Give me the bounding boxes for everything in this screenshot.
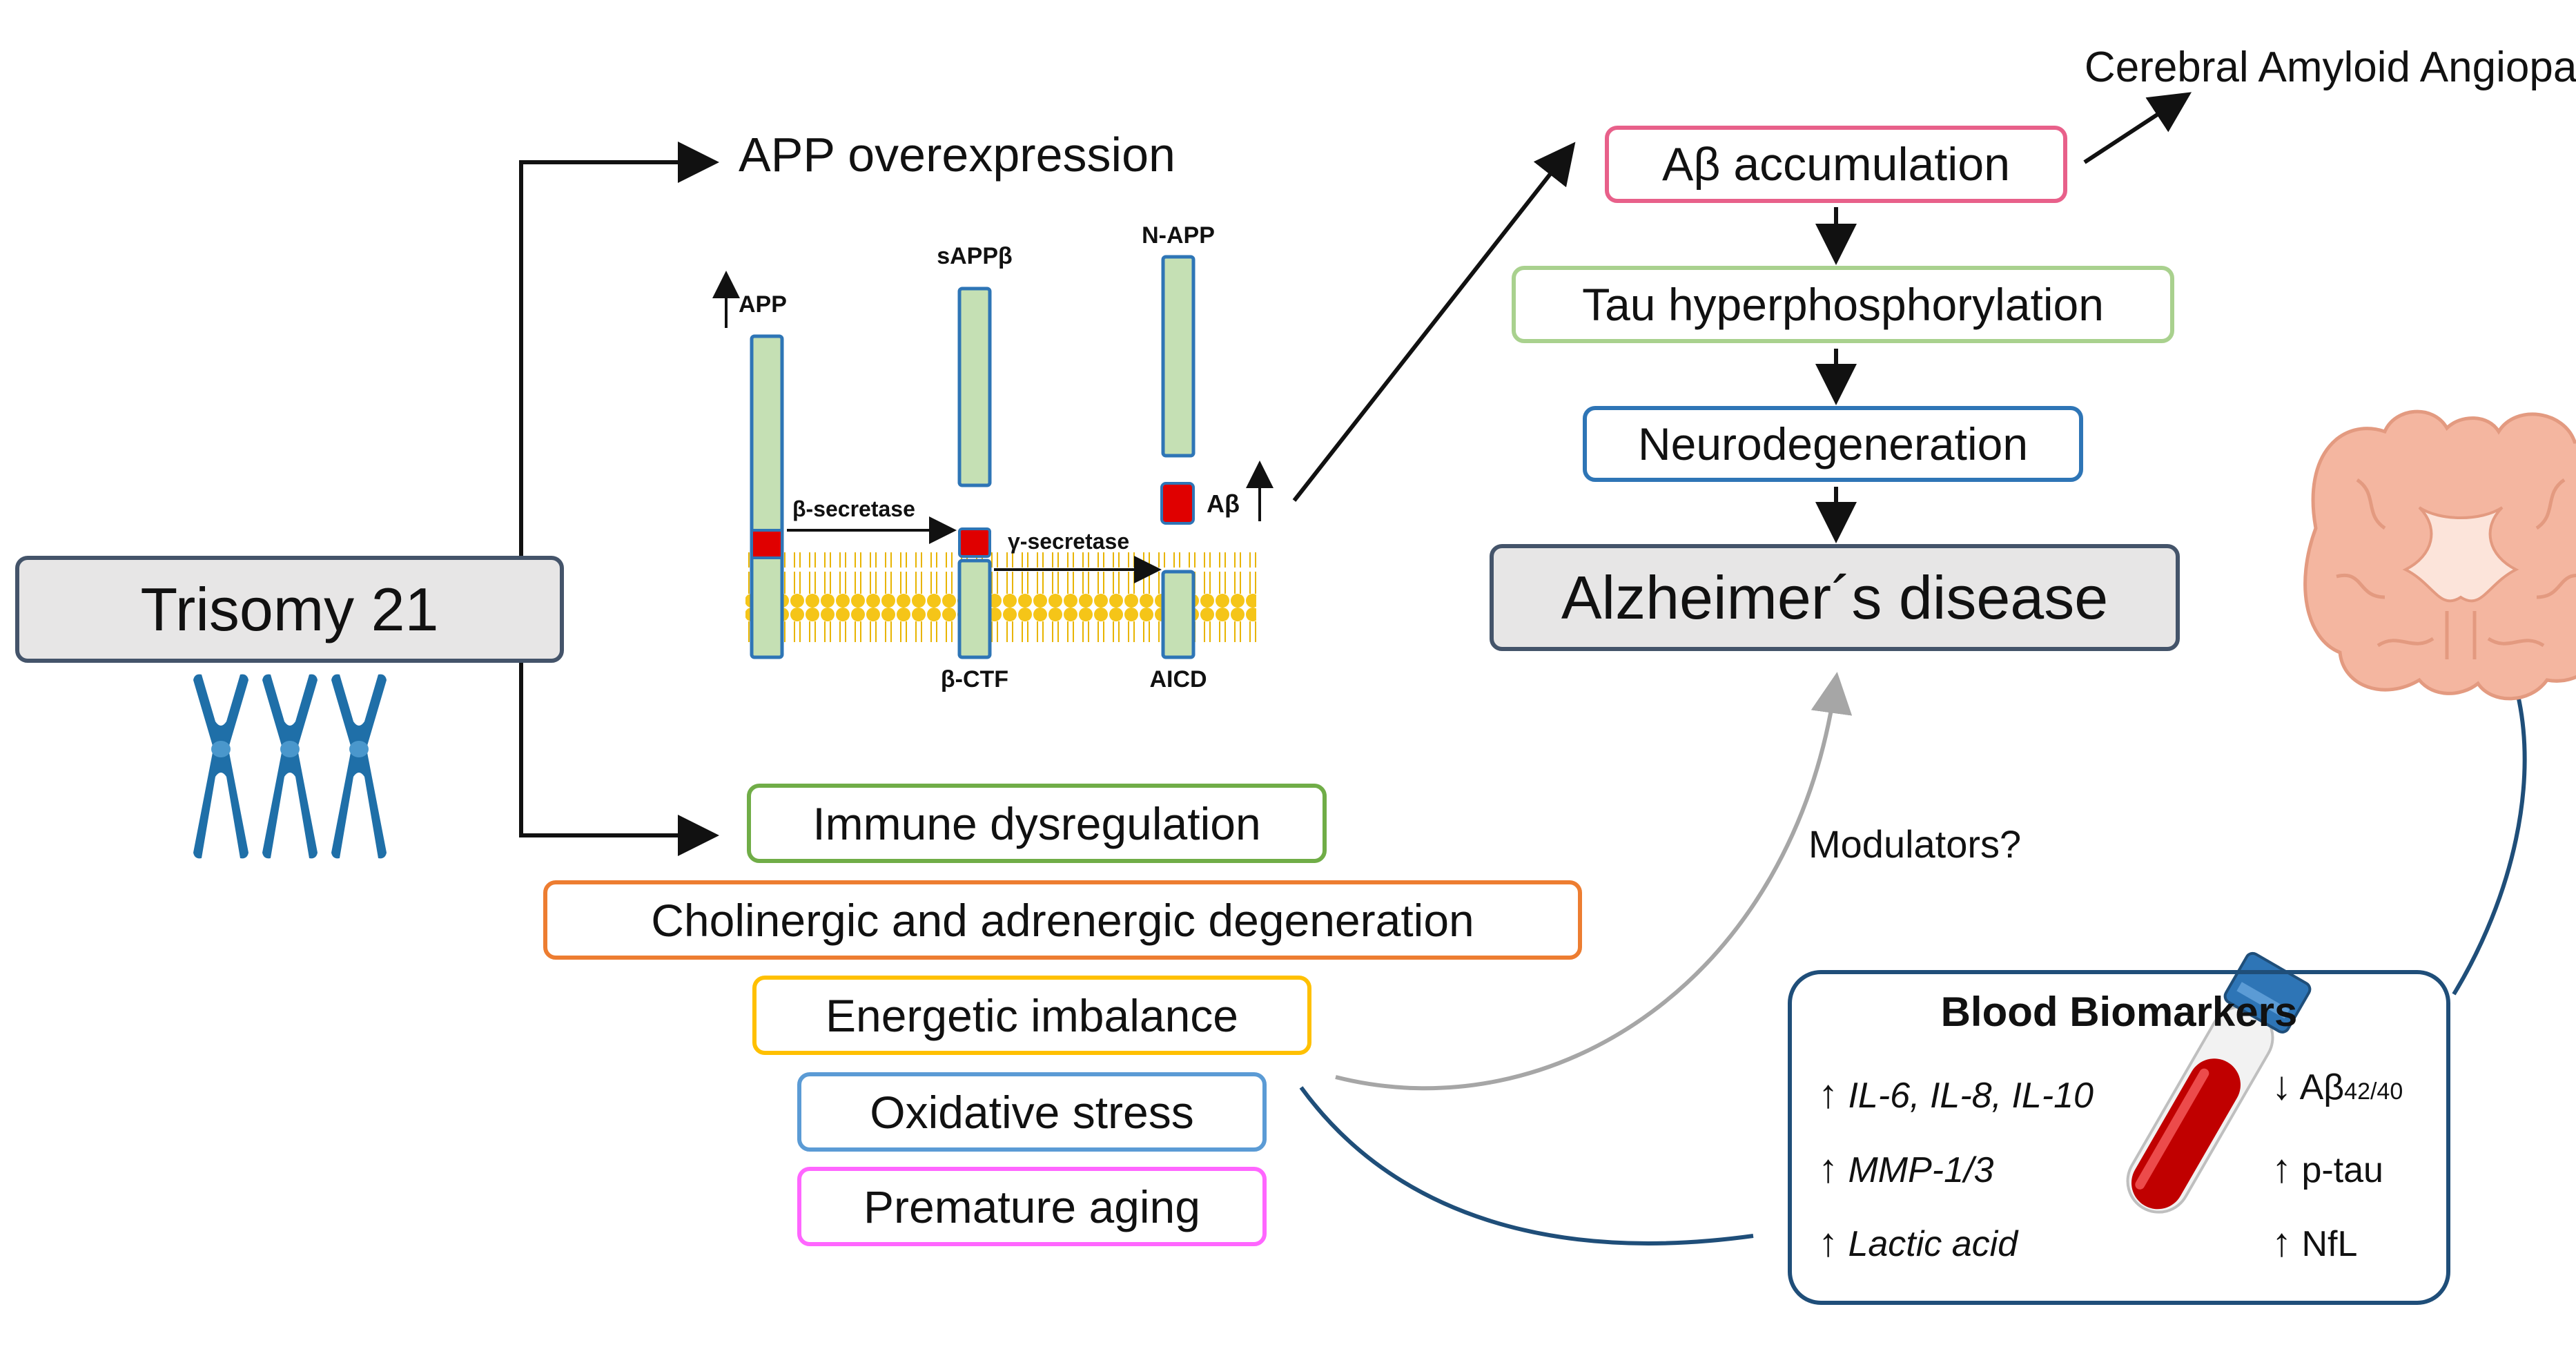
factor-oxidative-box: Oxidative stress [797,1072,1267,1152]
app-abeta-region [750,529,783,559]
biomarker-left-1: ↑ IL-6, IL-8, IL-10 [1818,1071,2094,1117]
biomarker-right-3: ↑ NfL [2272,1219,2357,1266]
app-protein [750,334,784,659]
napp-label: N-APP [1142,222,1215,249]
sappb-protein [957,287,992,487]
biomarker-left-2: ↑ MMP-1/3 [1818,1145,1993,1192]
biomarker-right-1-text: Aβ [2299,1067,2345,1107]
arrow-down-icon: ↓ [2272,1063,2292,1108]
bctf-label: β-CTF [941,666,1008,692]
factor-cholinergic-label: Cholinergic and adrenergic degeneration [651,894,1474,946]
biomarker-right-1: ↓ Aβ42/40 [2272,1063,2403,1109]
biomarkers-title: Blood Biomarkers [1940,989,2298,1035]
arrow-up-icon: ↑ [2272,1220,2292,1265]
bctf-protein [957,559,992,659]
aicd-label: AICD [1149,666,1207,692]
factor-oxidative-label: Oxidative stress [870,1086,1194,1138]
modulators-curve [1335,672,1853,1091]
abeta-accumulation-box: Aβ accumulation [1605,126,2067,203]
biomarker-right-2-text: p-tau [2301,1150,2383,1190]
oxidative-biomarker-curve [1299,1086,1754,1246]
biomarker-left-3: ↑ Lactic acid [1818,1219,2018,1266]
brain-icon [2303,409,2576,701]
app-overexpression-label: APP overexpression [739,128,1175,182]
alzheimers-label: Alzheimer´s disease [1561,563,2109,632]
neurodegeneration-label: Neurodegeneration [1637,418,2029,469]
biomarkers-panel: Blood Biomarkers ↑ IL-6, IL-8, IL-10 ↑ M… [1788,970,2450,1305]
abeta-accumulation-label: Aβ accumulation [1661,138,2011,191]
napp-protein [1161,255,1196,458]
trisomy-label: Trisomy 21 [140,574,439,643]
factor-energetic-label: Energetic imbalance [826,989,1238,1041]
pathway-arrows [1292,92,2192,543]
biomarker-right-1-sub: 42/40 [2344,1078,2403,1105]
caa-label: Cerebral Amyloid Angiopathy [2085,43,2576,91]
factor-energetic-box: Energetic imbalance [752,976,1311,1055]
bctf-abeta-region [958,527,991,558]
arrow-up-icon: ↑ [2272,1146,2292,1191]
app-label: APP [739,291,787,318]
sappb-label: sAPPβ [937,243,1013,269]
factor-cholinergic-box: Cholinergic and adrenergic degeneration [543,880,1582,960]
connector-to-factors [519,663,719,856]
arrow-to-caa [2083,92,2192,164]
trisomy-connectors [519,142,719,856]
biomarker-right-2: ↑ p-tau [2272,1145,2383,1192]
neurodegeneration-box: Neurodegeneration [1583,406,2083,482]
app-processing: APP sAPPβ N-APP β-secretase γ-secretase … [712,222,1274,692]
chromosome-icon [193,674,387,859]
gamma-secretase-label: γ-secretase [1008,529,1129,554]
tau-label: Tau hyperphosphorylation [1582,279,2104,330]
biomarker-brain-curve [2452,686,2527,996]
tau-box: Tau hyperphosphorylation [1512,266,2174,343]
arrow-up-icon: ↑ [1818,1220,1838,1265]
arrow-up-icon: ↑ [1818,1072,1838,1116]
arrow-to-abeta [1292,142,1576,502]
modulators-label: Modulators? [1808,822,2021,866]
abeta-label: Aβ [1207,490,1240,518]
factor-immune-box: Immune dysregulation [747,784,1327,863]
trisomy-box: Trisomy 21 [15,556,564,663]
factor-aging-label: Premature aging [863,1181,1200,1232]
caa-label-text: Cerebral Amyloid Angiopathy [2085,43,2576,91]
biomarker-left-3-text: Lactic acid [1848,1224,2018,1264]
arrow-up-icon: ↑ [1818,1146,1838,1191]
biomarker-left-2-text: MMP-1/3 [1848,1150,1994,1190]
factor-immune-label: Immune dysregulation [812,797,1261,849]
biomarker-right-3-text: NfL [2301,1224,2358,1264]
connector-to-app [519,142,719,556]
abeta-fragment [1160,482,1195,525]
alzheimers-box: Alzheimer´s disease [1490,544,2180,651]
aicd-protein [1161,570,1196,659]
biomarker-left-1-text: IL-6, IL-8, IL-10 [1848,1076,2094,1116]
factor-aging-box: Premature aging [797,1167,1267,1246]
beta-secretase-label: β-secretase [792,496,915,521]
